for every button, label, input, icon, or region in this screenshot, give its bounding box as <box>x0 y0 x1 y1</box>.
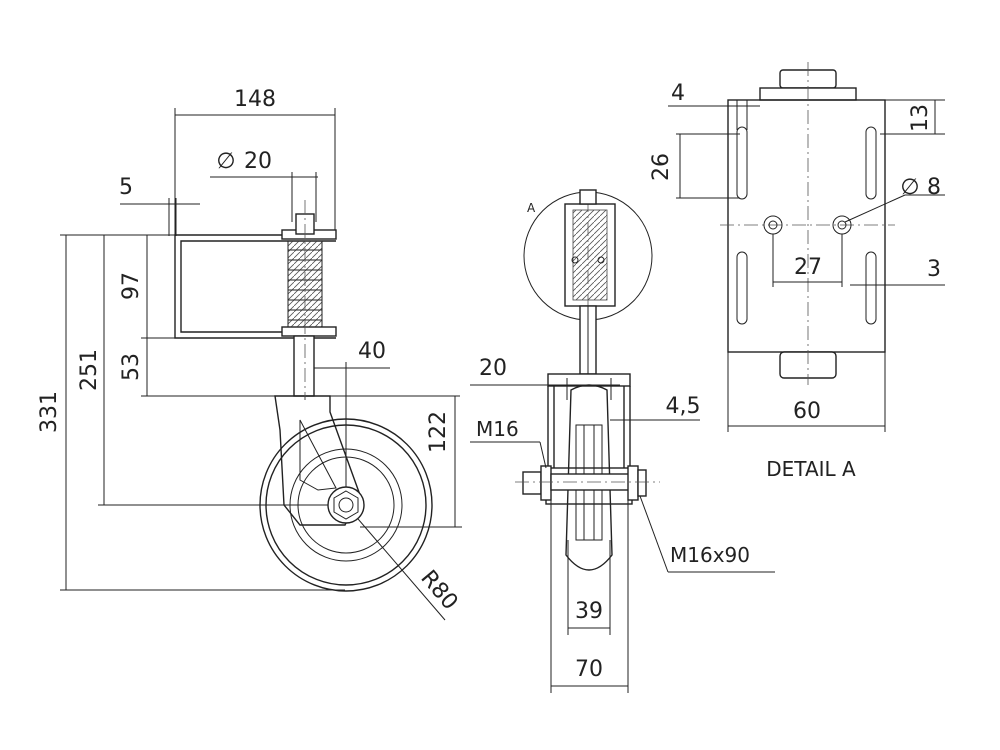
dim-39: 39 <box>575 599 603 624</box>
front-view: A <box>470 189 775 693</box>
dim-4-5: 4,5 <box>666 394 701 419</box>
dim-70: 70 <box>575 657 603 682</box>
detail-circle: A <box>523 191 653 321</box>
dim-detail-3: 3 <box>927 257 941 282</box>
dim-detail-8: 8 <box>927 175 941 200</box>
dim-detail-60: 60 <box>793 399 821 424</box>
wheel <box>259 418 433 592</box>
detail-body <box>727 99 886 353</box>
detail-holes <box>763 215 852 235</box>
detail-a-title: DETAIL A <box>766 457 856 481</box>
dim-331: 331 <box>37 391 62 433</box>
dim-dia-20: 20 <box>244 149 272 174</box>
dim-detail-dia-symbol: ∅ <box>900 175 919 200</box>
detail-dimension-lines <box>668 99 945 432</box>
label-m16x90: M16x90 <box>670 543 750 567</box>
dim-detail-4: 4 <box>671 81 685 106</box>
dim-5: 5 <box>119 175 133 200</box>
dim-53: 53 <box>119 353 144 381</box>
detail-a-view: 4 13 26 ∅ 8 27 3 60 DETAIL A <box>649 62 945 481</box>
label-m16: M16 <box>476 417 519 441</box>
dim-148: 148 <box>234 87 276 112</box>
dim-r80: R80 <box>415 566 462 615</box>
dim-detail-27: 27 <box>794 255 822 280</box>
dim-251: 251 <box>77 349 102 391</box>
dim-front-20: 20 <box>479 356 507 381</box>
dim-dia-symbol: ∅ <box>216 149 235 174</box>
dim-detail-13: 13 <box>908 104 933 132</box>
front-spindle-top <box>579 189 597 205</box>
dim-detail-26: 26 <box>649 153 674 181</box>
dim-122: 122 <box>426 411 451 453</box>
dim-97: 97 <box>119 272 144 300</box>
detail-slots <box>736 126 877 325</box>
axle-bolt <box>515 465 660 501</box>
detail-marker-a: A <box>527 201 536 215</box>
side-view: 148 ∅ 20 5 331 251 97 53 40 122 R80 <box>37 87 462 621</box>
wheel-fork <box>274 395 361 526</box>
front-view-dimension-lines <box>470 378 775 693</box>
dim-40: 40 <box>358 339 386 364</box>
